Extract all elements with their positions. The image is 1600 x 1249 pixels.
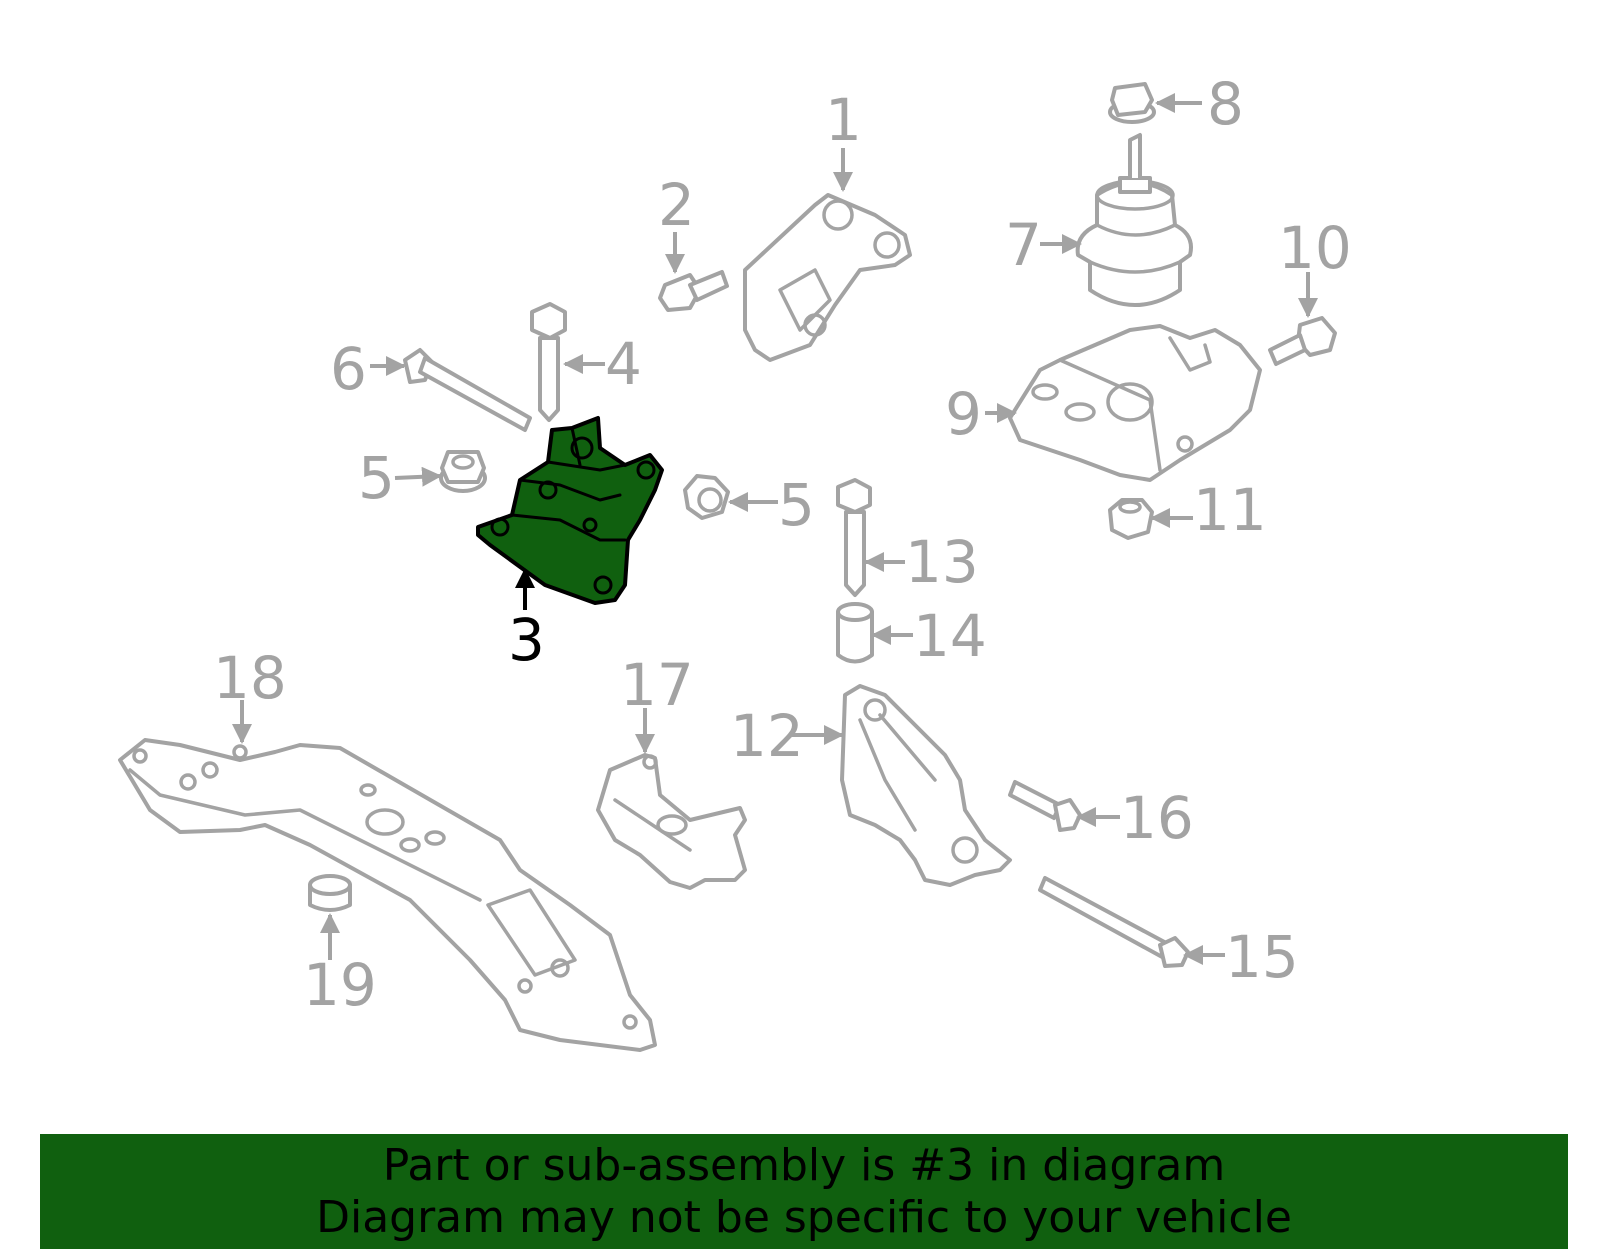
- callout-2: 2: [658, 171, 695, 239]
- callout-18: 18: [213, 644, 287, 712]
- callout-12: 12: [730, 702, 804, 770]
- part-2-bolt[interactable]: [658, 270, 729, 312]
- part-10-bolt[interactable]: [1268, 316, 1337, 366]
- callout-1: 1: [825, 86, 862, 154]
- callout-15: 15: [1225, 923, 1299, 991]
- leader-5a: [394, 466, 442, 487]
- part-19-bushing[interactable]: [308, 874, 352, 912]
- callout-5-left: 5: [358, 444, 395, 512]
- info-banner: Part or sub-assembly is #3 in diagram Di…: [40, 1134, 1568, 1249]
- callout-numbers: 1 2 3 4 5 5 6 7 8 9 10 11 12 13 14 15 16…: [213, 70, 1352, 1019]
- callout-16: 16: [1120, 784, 1194, 852]
- part-14-spacer[interactable]: [836, 602, 874, 664]
- part-17-bracket[interactable]: [596, 753, 747, 890]
- part-7-engine-mount[interactable]: [1075, 133, 1193, 307]
- callout-6: 6: [330, 335, 367, 403]
- callout-13: 13: [905, 528, 979, 596]
- part-5-nut-left[interactable]: [439, 450, 487, 493]
- part-5-nut-right[interactable]: [683, 474, 730, 520]
- callout-19: 19: [303, 951, 377, 1019]
- part-13-bolt[interactable]: [836, 478, 872, 597]
- callout-17: 17: [620, 651, 694, 719]
- part-11-nut[interactable]: [1108, 498, 1154, 540]
- callout-9: 9: [945, 380, 982, 448]
- part-9-bracket[interactable]: [1008, 324, 1262, 482]
- callout-10: 10: [1278, 214, 1352, 282]
- callout-4: 4: [605, 330, 642, 398]
- part-12-bracket[interactable]: [840, 684, 1012, 887]
- part-8-nut[interactable]: [1108, 82, 1156, 124]
- part-16-bolt[interactable]: [1008, 780, 1082, 832]
- part-6-long-bolt[interactable]: [403, 348, 532, 432]
- part-4-bolt[interactable]: [530, 302, 567, 422]
- leader-lines: [232, 93, 1318, 965]
- callout-8: 8: [1207, 70, 1244, 138]
- part-18-crossmember[interactable]: [118, 738, 657, 1052]
- part-3-transmission-mount[interactable]: [476, 416, 664, 605]
- callout-14: 14: [913, 602, 987, 670]
- callout-7: 7: [1005, 211, 1042, 279]
- part-1-mount-bracket[interactable]: [743, 193, 912, 362]
- banner-line-1: Part or sub-assembly is #3 in diagram: [382, 1140, 1226, 1191]
- callout-11: 11: [1193, 476, 1267, 544]
- banner-line-2: Diagram may not be specific to your vehi…: [316, 1192, 1292, 1243]
- callout-3: 3: [508, 606, 545, 674]
- part-15-long-bolt[interactable]: [1038, 876, 1190, 968]
- callout-5-right: 5: [778, 471, 815, 539]
